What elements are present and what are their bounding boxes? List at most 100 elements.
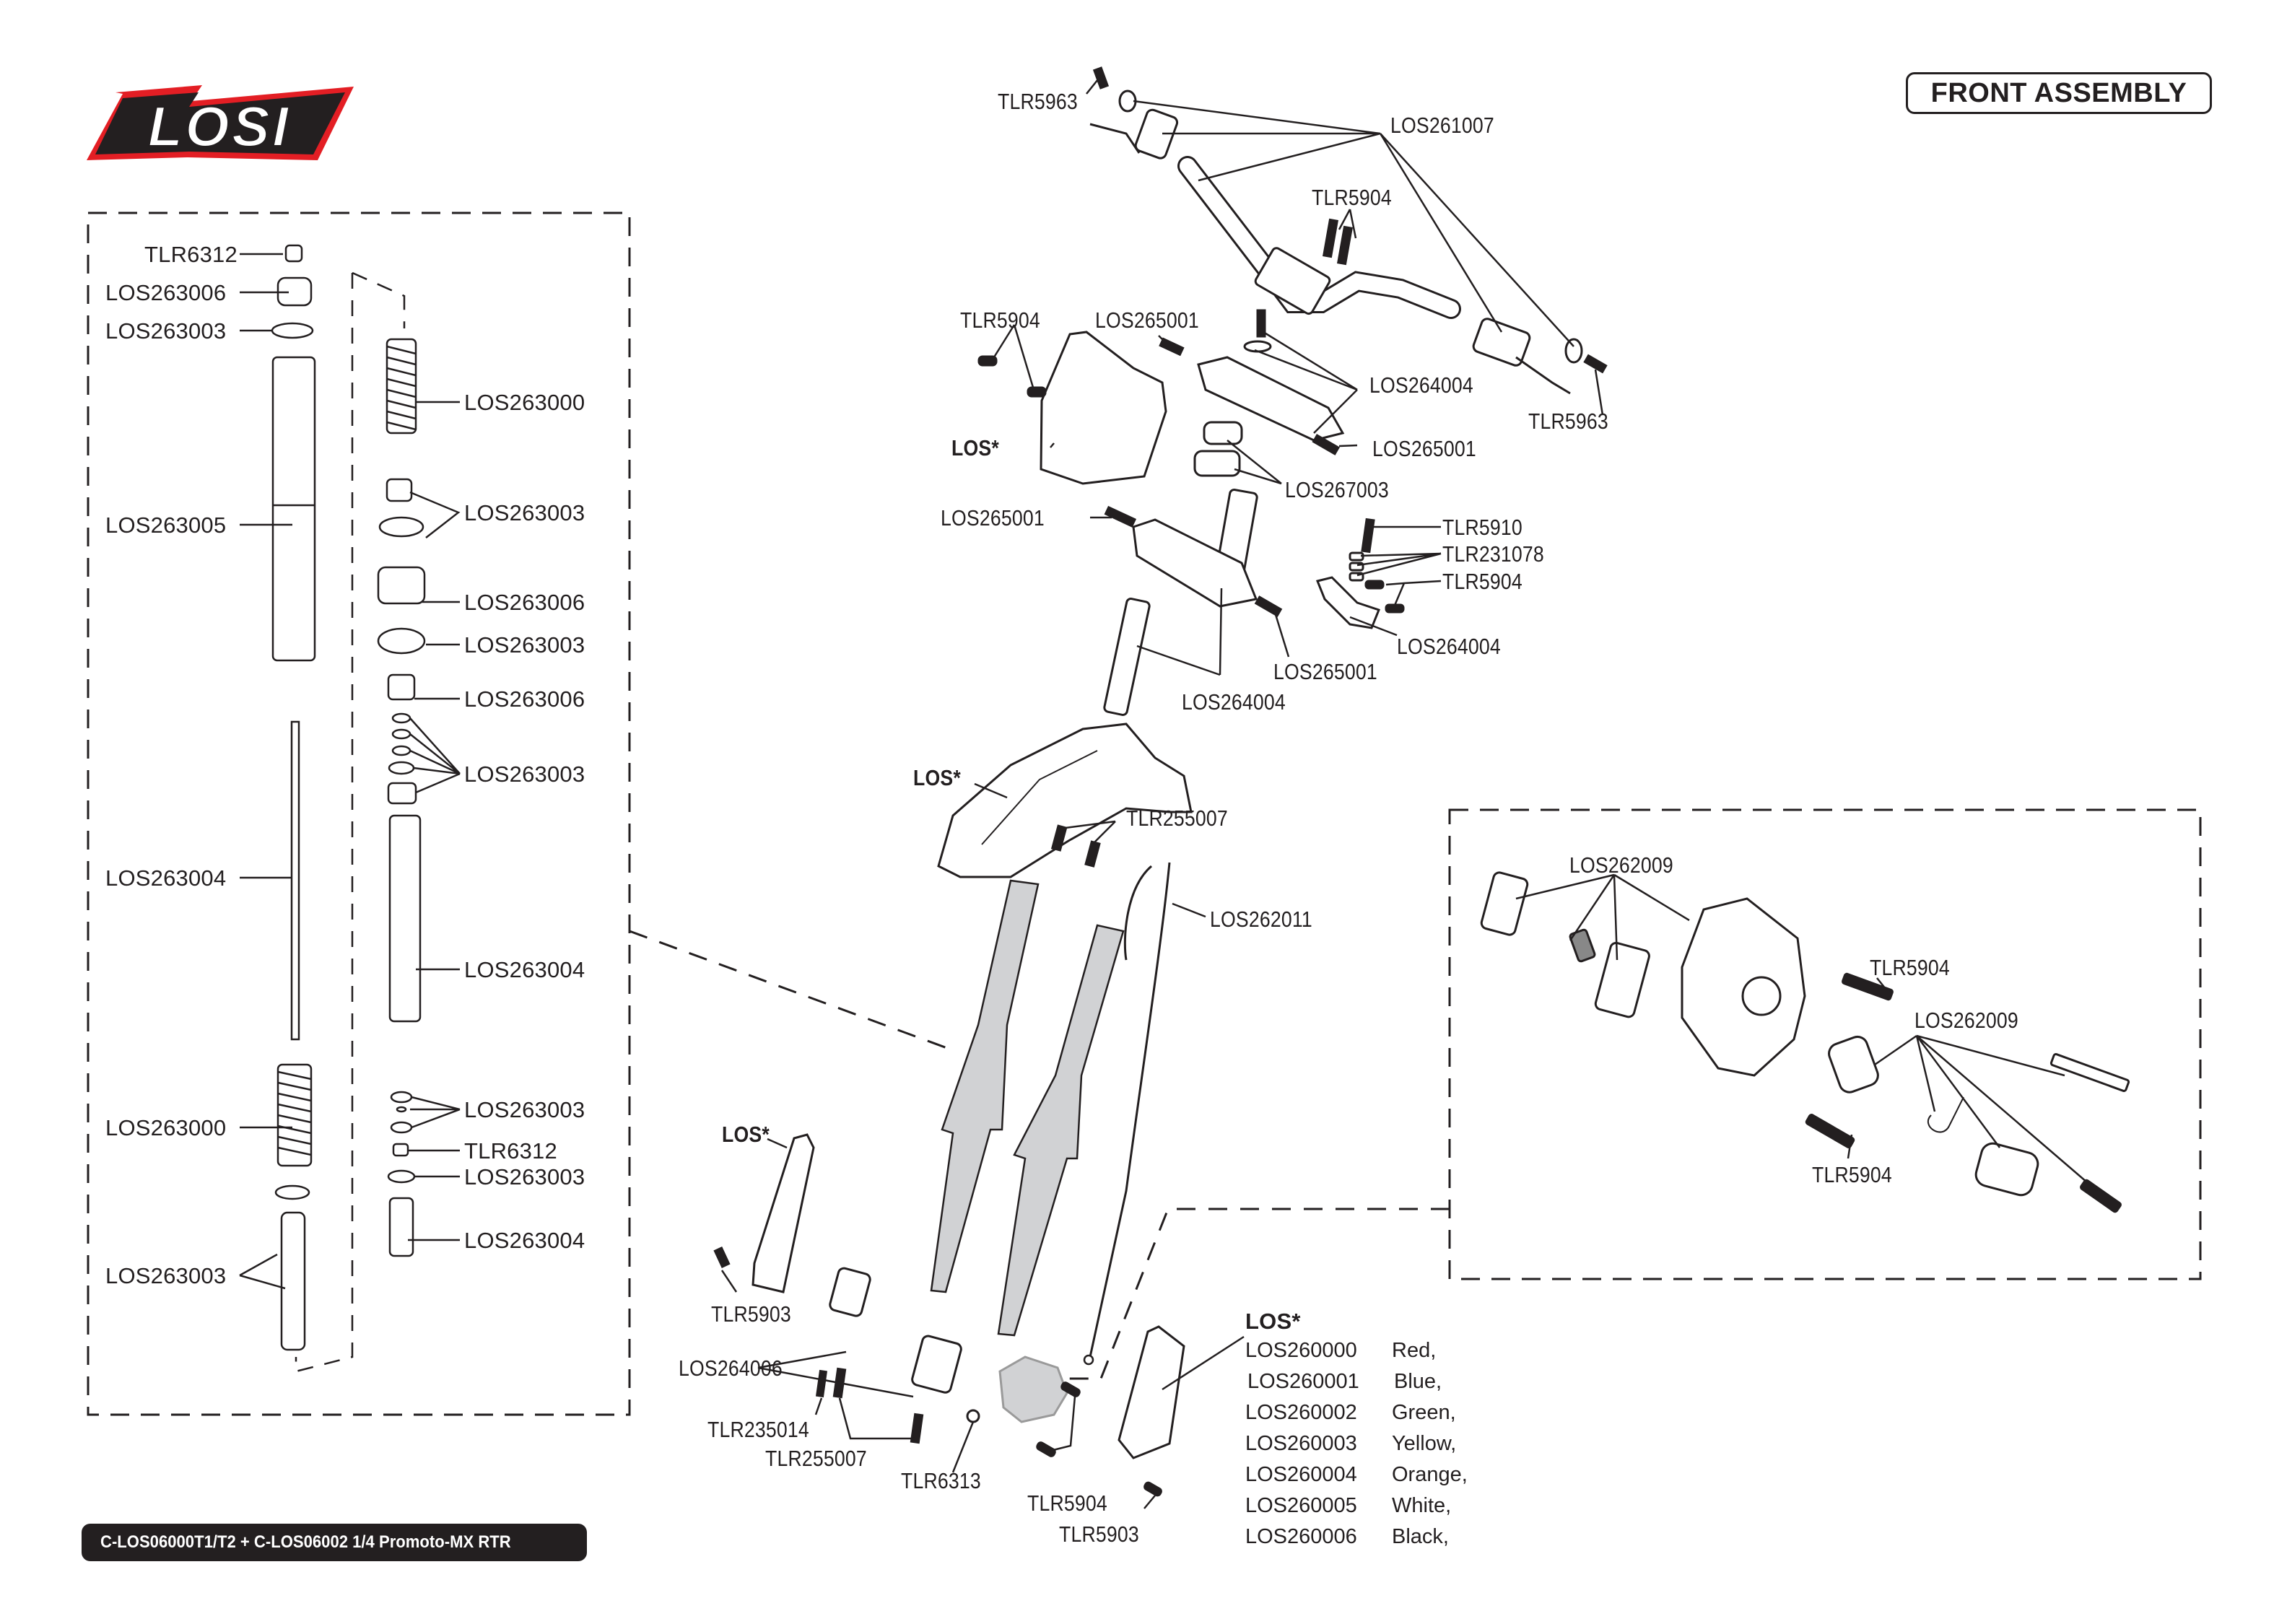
screw-part-10	[1104, 505, 1137, 528]
screw-part-3	[1336, 225, 1354, 266]
part-label: TLR5910	[1442, 515, 1522, 540]
screw-part-5	[977, 355, 998, 367]
fork-guard-right-part	[1118, 1325, 1185, 1459]
part-label: LOS264004	[1369, 372, 1473, 398]
part-label: LOS263004	[464, 1228, 585, 1253]
brake-pad-part-2	[1594, 941, 1650, 1018]
fender-screw-part	[1050, 824, 1068, 852]
fork-guard-left-part	[752, 1133, 815, 1293]
seal-part	[377, 627, 426, 655]
screw-part-9	[1312, 434, 1341, 455]
return-spring-part	[1927, 1096, 1964, 1133]
bearing-part	[1203, 421, 1243, 445]
lever-right-part	[1472, 318, 1531, 367]
spring-part-3	[1569, 928, 1596, 963]
steering-arm-part	[1315, 576, 1380, 629]
legend-part-code: LOS260005	[1245, 1494, 1357, 1517]
logo-text: LOSI	[147, 94, 292, 159]
color-legend-row: LOS260002 Green,	[1245, 1401, 1456, 1425]
brake-pad-part	[1480, 871, 1529, 936]
part-label: TLR255007	[1126, 806, 1228, 831]
color-legend-title: LOS*	[1245, 1309, 1301, 1334]
part-label: TLR235014	[707, 1417, 809, 1442]
part-label: TLR5903	[711, 1301, 791, 1327]
nut-cup-part	[377, 566, 426, 605]
color-legend-row: LOS260006 Black,	[1245, 1525, 1449, 1549]
part-label: LOS261007	[1390, 113, 1494, 138]
detail-connector-line	[629, 930, 954, 1052]
o-ring-part-2	[378, 516, 424, 538]
part-label: LOS263003	[105, 318, 227, 344]
losi-logo-mark	[87, 85, 354, 160]
bar-end-part-2	[1564, 338, 1583, 364]
axle-tube-part	[1103, 598, 1151, 716]
lever-left-part	[1134, 108, 1179, 160]
fork-leg-left-part	[930, 879, 1040, 1293]
part-label: LOS263004	[464, 957, 585, 982]
fork-detail-dashed-box	[87, 211, 631, 1416]
bar-end-part	[1118, 90, 1137, 113]
color-legend-row: LOS260001 Blue,	[1247, 1370, 1442, 1394]
screw-part-4	[1583, 354, 1608, 374]
model-footer-text: C-LOS06000T1/T2 + C-LOS06002 1/4 Promoto…	[100, 1532, 511, 1552]
legend-color-name: Black,	[1392, 1525, 1449, 1548]
lower-triple-clamp-part	[1132, 518, 1258, 608]
screw-part-6	[1027, 386, 1047, 398]
lever-right-arm	[1515, 356, 1571, 395]
part-label-color-choice: LOS*	[951, 435, 999, 460]
part-label: LOS263003	[464, 1164, 585, 1189]
legend-part-code: LOS260006	[1245, 1525, 1357, 1548]
part-label: TLR6312	[144, 242, 238, 267]
screw-part-15	[1805, 1114, 1855, 1148]
pin-part	[2049, 1053, 2130, 1092]
screw-part-16	[2080, 1179, 2122, 1213]
part-label: TLR255007	[765, 1446, 867, 1471]
legend-color-name: Blue,	[1394, 1370, 1442, 1393]
part-label: LOS263003	[464, 632, 585, 658]
part-label-color-choice: LOS*	[913, 765, 961, 790]
part-label: TLR5963	[998, 89, 1078, 114]
front-fender-part	[937, 722, 1193, 878]
part-label: TLR5904	[1870, 955, 1950, 980]
fork-tube-part	[271, 356, 316, 662]
part-label: LOS265001	[1372, 436, 1476, 461]
part-label: LOS263003	[464, 500, 585, 525]
piston-part	[1828, 1035, 1879, 1093]
bar-pad-part	[1254, 247, 1331, 315]
legend-part-code: LOS260002	[1245, 1401, 1357, 1424]
part-label: LOS262009	[1569, 852, 1673, 878]
part-label: TLR5904	[1442, 569, 1522, 594]
part-label: LOS263004	[105, 865, 227, 891]
damper-rod-part	[290, 720, 300, 1041]
screw-part-12	[1361, 518, 1375, 554]
spring-part	[276, 1063, 313, 1167]
screw-part	[1092, 66, 1110, 90]
part-label: TLR5904	[1027, 1490, 1107, 1516]
part-label: TLR5903	[1059, 1522, 1139, 1547]
legend-part-code: LOS260000	[1245, 1339, 1357, 1362]
legend-color-name: Green,	[1392, 1401, 1456, 1424]
part-label: LOS265001	[1273, 659, 1377, 684]
damper-body-part	[388, 814, 422, 1023]
bushing-part	[385, 478, 413, 502]
part-label: LOS263005	[105, 512, 227, 538]
section-title: FRONT ASSEMBLY	[1930, 77, 2187, 108]
part-label: LOS264006	[679, 1355, 783, 1381]
losi-logo: LOSI	[79, 71, 368, 168]
part-label: TLR5904	[960, 307, 1040, 333]
screw-part-13	[713, 1247, 731, 1268]
caliper-body-part	[1681, 897, 1806, 1077]
part-label: LOS263003	[105, 1263, 227, 1288]
axle-clamp-left-part	[829, 1267, 871, 1317]
part-label: LOS263003	[464, 761, 585, 787]
lower-spacer-part	[280, 1211, 306, 1351]
washer-part	[1243, 340, 1272, 353]
part-label: TLR6313	[901, 1468, 981, 1493]
legend-part-code: LOS260001	[1247, 1370, 1359, 1393]
screw-part-2	[1322, 218, 1339, 258]
legend-color-name: Yellow,	[1392, 1432, 1457, 1455]
section-title-badge: FRONT ASSEMBLY	[1906, 72, 2212, 114]
